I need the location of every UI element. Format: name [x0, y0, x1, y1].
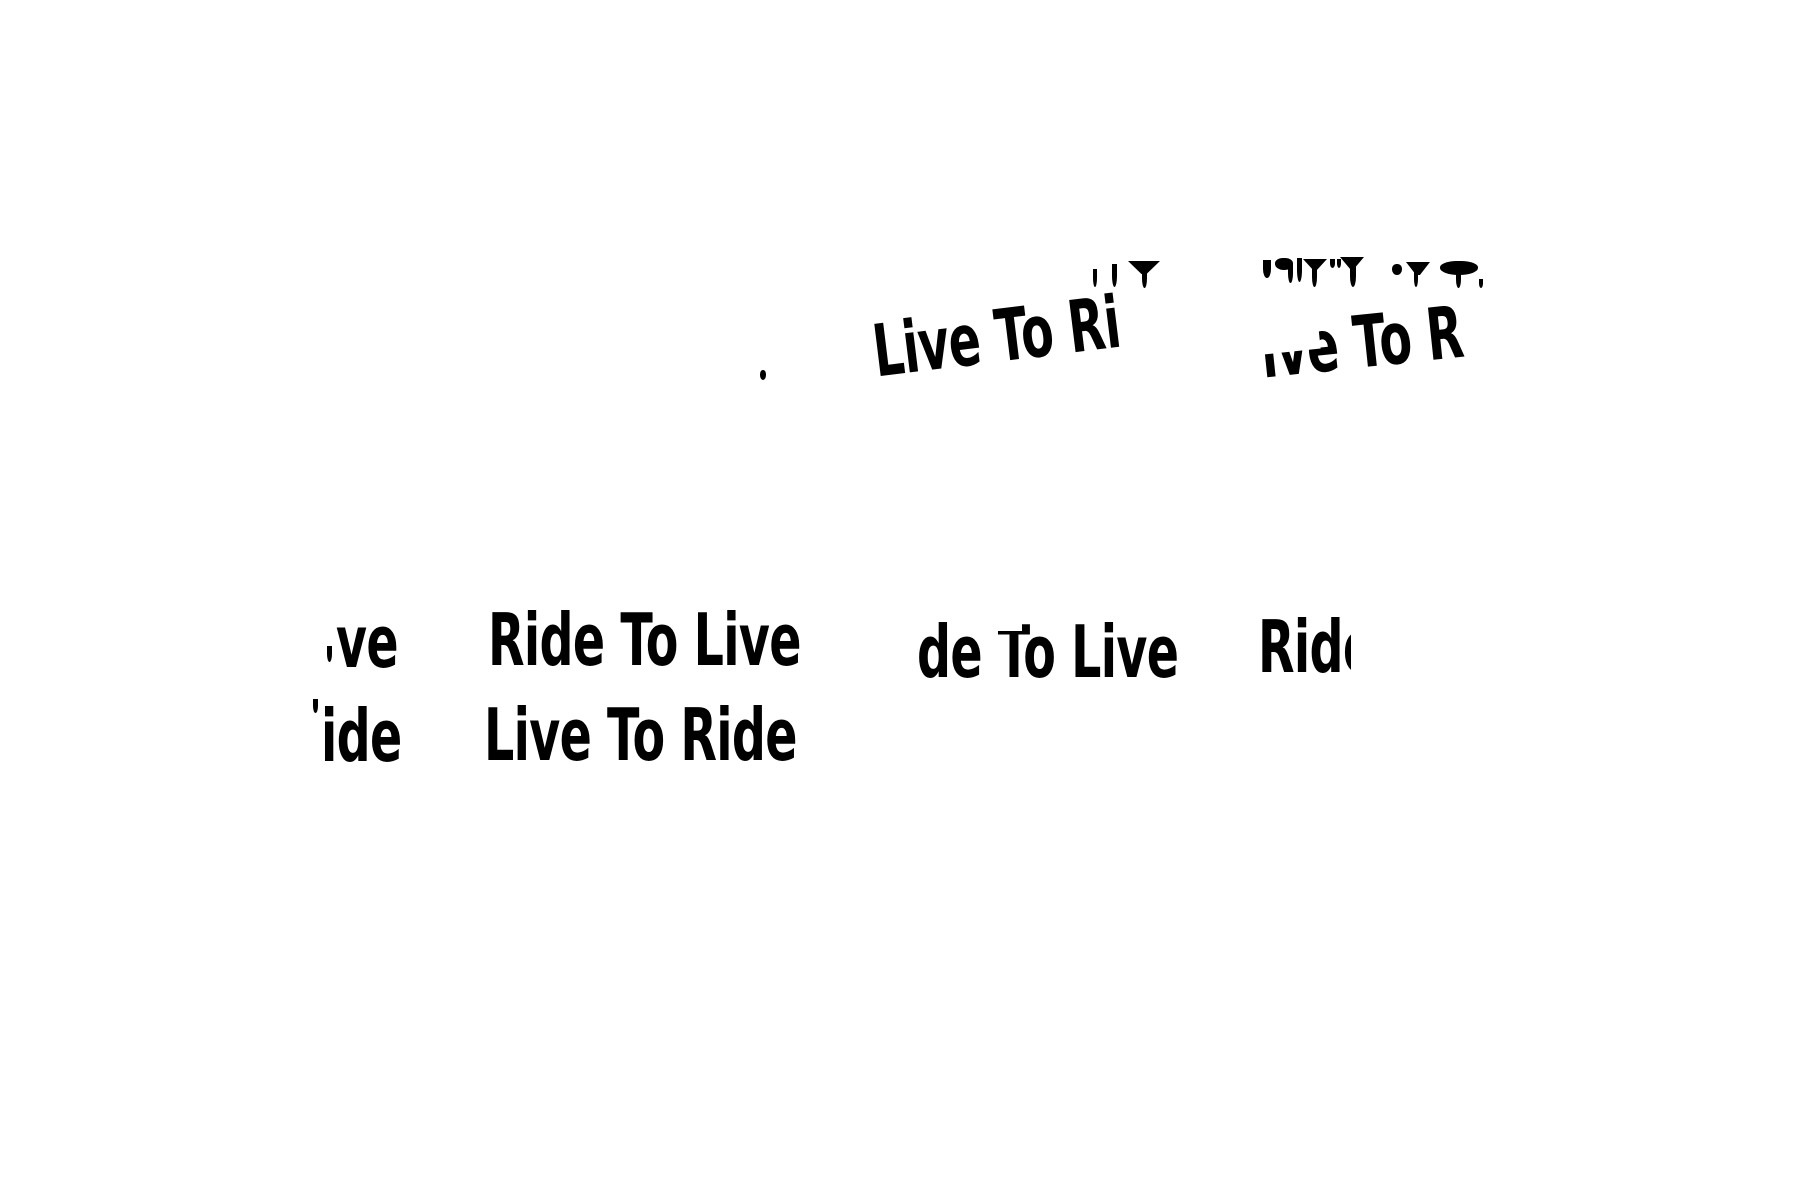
- graffiti-text-label: ve: [336, 600, 399, 684]
- ink-fragment: [1456, 271, 1461, 288]
- ink-fragment: [313, 699, 318, 713]
- graffiti-text: Ride: [1258, 611, 1351, 691]
- ink-fragment: [1112, 264, 1117, 287]
- ink-fragment: [1312, 267, 1317, 287]
- ink-fragment: [1093, 269, 1097, 287]
- graffiti-text-label: de To Live: [917, 610, 1179, 694]
- ink-fragment: [760, 370, 766, 380]
- white-erase-patch: [1250, 302, 1321, 356]
- graffiti-text: ive To R: [1250, 285, 1571, 397]
- ink-fragment: [1350, 266, 1356, 287]
- white-erase-patch: [988, 614, 1022, 631]
- ink-fragment: [1297, 258, 1302, 282]
- graffiti-text: Live To Ri: [868, 270, 1252, 395]
- graffiti-text-label: Ride: [1258, 611, 1351, 689]
- ink-fragment: [327, 646, 332, 662]
- ink-fragment: [1414, 271, 1418, 287]
- graffiti-text: ide: [321, 700, 443, 780]
- ink-fragment: [1263, 260, 1271, 278]
- ink-fragment: [1330, 259, 1335, 268]
- ink-fragment: [1142, 269, 1147, 288]
- graffiti-text-label: ide: [321, 694, 402, 778]
- ink-fragment: [1337, 259, 1341, 268]
- ink-fragment: [1406, 262, 1430, 275]
- graffiti-text-label: Live To Ri: [868, 279, 1125, 394]
- ink-fragment: [1479, 279, 1483, 288]
- graffiti-text: de To Live: [917, 610, 1313, 696]
- ink-fragment: [1288, 264, 1293, 283]
- ink-fragment: [1392, 264, 1402, 275]
- graffiti-text-label: Ride To Live: [488, 598, 801, 682]
- graffiti-text: ve: [336, 606, 430, 686]
- graffiti-text: Ride To Live: [488, 604, 962, 684]
- graffiti-text: Live To Ride: [484, 699, 958, 779]
- ink-fragment: [1303, 259, 1327, 270]
- ink-fragment: [1440, 261, 1478, 275]
- graffiti-text-label: Live To Ride: [484, 693, 797, 777]
